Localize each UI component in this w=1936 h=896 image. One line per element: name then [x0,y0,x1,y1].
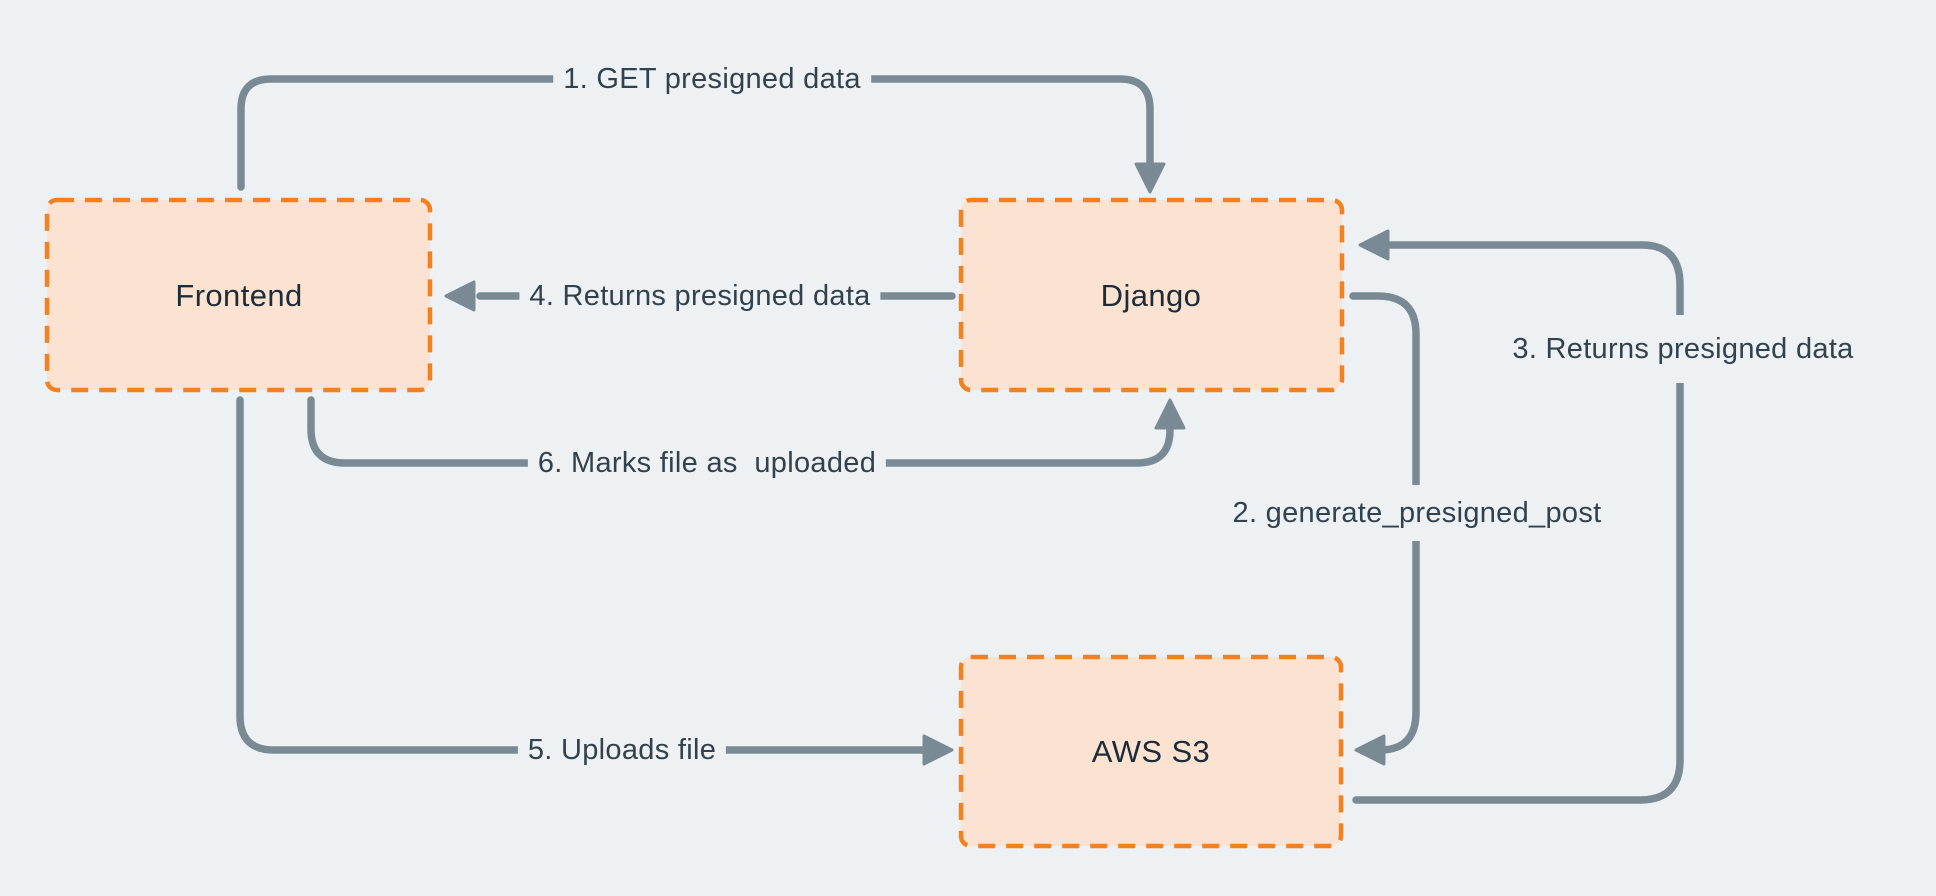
arrowhead-step2-into-awss3-right [1354,734,1386,766]
arrowhead-step5-into-awss3-left [922,734,954,766]
edge-label-step2: 2. generate_presigned_post [1228,485,1606,541]
arrowhead-step4-into-frontend-right [444,280,476,312]
frontend-node-box [44,197,433,393]
flow-line-step5 [236,396,930,754]
django-node-label: Django [1100,278,1202,313]
frontend-node-label: Frontend [175,278,303,313]
edge-label-step5: 5. Uploads file [517,728,727,772]
arrowhead-step6-into-django-bottom [1154,398,1186,430]
awss3-node-label: AWS S3 [1091,734,1211,769]
flow-line-step2 [1349,292,1420,754]
edge-label-step3: 3. Returns presigned data [1508,315,1858,383]
awss3-node-box [958,654,1344,849]
flow-line-step3 [1352,241,1684,804]
edge-label-step4: 4. Returns presigned data [519,274,881,318]
arrowhead-step3-into-django-right [1358,229,1390,261]
flow-line-step6 [307,396,1174,467]
arrowheads [444,162,1390,766]
edge-label-step6: 6. Marks file as uploaded [527,441,887,485]
node-boxes [44,197,1345,849]
edge-label-step1: 1. GET presigned data [553,57,871,101]
django-node-box [958,197,1345,393]
arrowhead-step1-into-django-top [1134,162,1166,194]
